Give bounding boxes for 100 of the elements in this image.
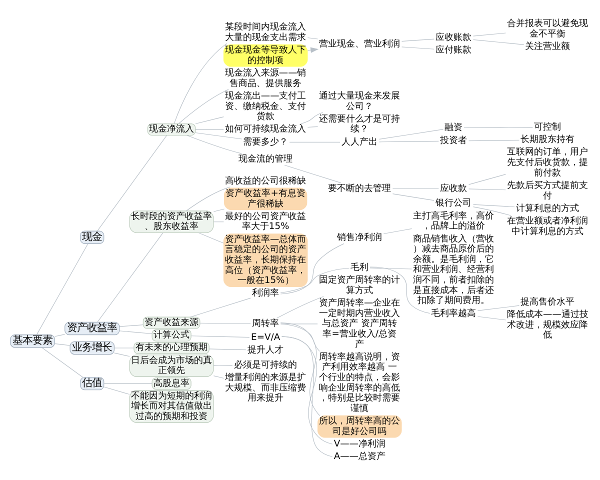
connector <box>280 242 344 294</box>
connector <box>378 140 439 142</box>
node-text: 营业现金、营业利润 <box>319 38 400 49</box>
node-text: 需要多少？ <box>243 136 288 147</box>
node-text: 关注营业额 <box>525 40 570 52</box>
connector <box>114 347 134 348</box>
connector <box>468 188 506 190</box>
node-text: V——净利润 <box>334 438 386 450</box>
connector <box>401 46 434 49</box>
connector <box>54 342 70 346</box>
connector <box>174 42 228 124</box>
connector <box>472 32 506 36</box>
node-text: 最好的公司资产收益率大于15% <box>225 210 306 232</box>
node-text: 必须是可持续的 <box>234 358 298 370</box>
connector <box>284 164 342 183</box>
node-box: 日后会成为市场的真正领先 <box>129 354 214 376</box>
connector <box>97 232 164 322</box>
connector <box>213 221 224 222</box>
connector <box>307 126 318 128</box>
connector <box>114 352 130 356</box>
node-text: 提升人才 <box>248 344 284 355</box>
node-text: 现金流入来源——销售商品、提供服务 <box>224 67 306 88</box>
connector <box>36 243 88 335</box>
node-text: 投资者 <box>440 134 468 146</box>
node-text: 互联网的订单，用户先支付后收货款，提前付款 <box>507 146 588 178</box>
node-text: 降低成本——通过技术改进，规模效应降低 <box>507 308 588 340</box>
node-box: 长时段的资产收益率、股东收益率 <box>129 210 214 233</box>
node-text: 毛利率越高 <box>431 307 476 318</box>
connector <box>370 266 430 314</box>
node-text: 提高售价水平 <box>520 296 575 307</box>
node-text: 销售净利润 <box>337 232 382 243</box>
node-text: 高收益的公司很稀缺 <box>225 174 306 186</box>
connector <box>200 322 251 324</box>
connector <box>280 322 320 416</box>
node-text: 还需要什么才是可持续？ <box>319 112 400 134</box>
node-text: 合并报表可以避免现金不平衡 <box>507 18 588 40</box>
node-text: 应收账款 <box>436 31 472 42</box>
node-text: 主打高毛利率，高价，品牌上的溢价 <box>413 210 494 232</box>
node-text: 现金流出——支付工资、缴纳税金、支付货款 <box>224 90 306 122</box>
node-text: 在营业额或者净利润中计算利息的方式 <box>507 214 588 236</box>
connector <box>54 334 66 336</box>
connector <box>300 112 324 124</box>
node-text: 先款后买方式提前支付 <box>507 179 588 201</box>
connector <box>213 364 233 366</box>
node-box: 资产收益率 <box>64 321 120 335</box>
node-text: 资产周转率—企业在一定时期内营业收入与总资产 资产周转率=营业收入/总资产 <box>319 296 400 350</box>
node-text: 周转率越高说明，资产利用效率越高 一个行业的特点，会影响企业周转率的高低，特别是比较时需要谨慎 <box>319 350 400 414</box>
node-box: 现金 <box>80 230 104 244</box>
node-text: 某段时间内现金流入大量的现金支出需求 <box>225 21 306 42</box>
connector <box>472 38 524 44</box>
connector <box>119 330 152 334</box>
node-text: 利润率 <box>252 287 280 298</box>
connector <box>472 204 515 207</box>
connector <box>468 139 520 141</box>
connector <box>383 228 412 234</box>
connector <box>119 324 144 326</box>
connector <box>213 375 224 378</box>
node-text: 固定资产周转率的计算方式 <box>319 274 400 296</box>
node-text: 应付账款 <box>436 44 472 56</box>
node-box: 估值 <box>80 376 104 390</box>
node-text: E=V/A <box>251 331 280 342</box>
node-box: 基本要素 <box>10 334 55 348</box>
node-box: 高股息率 <box>152 377 192 390</box>
node-text: 长期股东持有 <box>520 134 575 145</box>
node-text: 通过大量现金来发展公司？ <box>319 90 400 112</box>
connector <box>209 348 246 350</box>
node-box: 业务增长 <box>70 340 114 354</box>
node-text: 毛利 <box>350 261 369 272</box>
node-text: 应收款 <box>440 182 468 194</box>
connector <box>190 297 251 317</box>
node-text: A——总资产 <box>334 450 386 462</box>
node-box: 现金净流入 <box>147 123 196 136</box>
connector <box>198 232 224 243</box>
node-text: 周转率 <box>252 318 280 329</box>
connector <box>195 116 224 124</box>
connector <box>97 134 167 231</box>
node-box: 资产收益率+有息资产很稀缺 <box>224 187 308 210</box>
node-box: 有未来的心理预期 <box>134 342 210 354</box>
connector <box>401 38 434 42</box>
node-box: 计算公式 <box>152 328 192 341</box>
connector <box>178 88 229 124</box>
node-text: 计算利息的方式 <box>516 202 580 214</box>
connector <box>195 128 224 130</box>
connector <box>307 36 318 39</box>
connector <box>104 386 130 394</box>
connector <box>472 206 512 216</box>
connector <box>42 346 84 377</box>
node-text: 增量利润的来源是扩大规模、而非压缩费用来提升 <box>225 372 306 404</box>
connector <box>213 208 225 212</box>
node-text: 可控制 <box>534 120 562 132</box>
connector <box>378 128 444 139</box>
connector <box>477 316 506 320</box>
node-text: 人人产出 <box>342 136 378 147</box>
connector <box>186 134 242 154</box>
node-text: 融资 <box>444 122 463 132</box>
connector <box>289 141 340 142</box>
connector <box>280 267 350 293</box>
node-text: 现金流的管理 <box>238 153 293 164</box>
node-box: 现金现金等导致人下的控制项 <box>223 44 308 66</box>
node-text: 如何可持续现金流入 <box>225 123 306 134</box>
